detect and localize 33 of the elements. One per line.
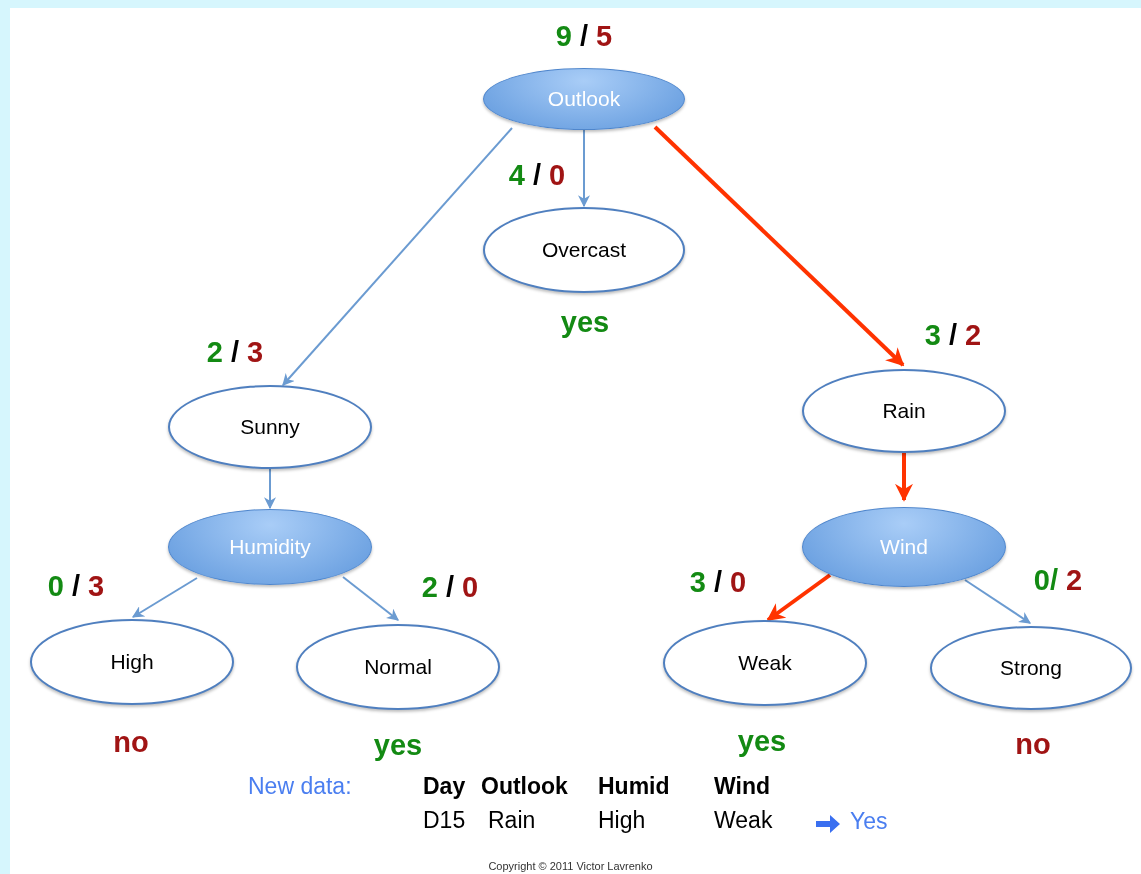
column-header: Day [423,775,466,798]
arrow [578,129,590,208]
prediction-text: Yes [850,810,888,833]
class-counts: 3 / 0 [689,567,747,597]
class-counts: 0/ 2 [1033,565,1083,595]
column-header: Humid [598,775,670,798]
table-value: Rain [488,809,536,832]
column-header: Wind [714,775,770,798]
arrow [342,576,399,621]
table-value: Weak [714,809,773,832]
class-counts: 2 / 3 [206,337,264,367]
arrow [132,577,198,618]
leaf-outcome: no [113,727,149,757]
leaf-outcome: yes [560,307,610,337]
arrow [653,125,905,367]
column-header: Outlook [481,775,568,798]
leaf-outcome: no [1015,729,1051,759]
arrow [895,453,913,502]
class-counts: 3 / 2 [924,320,982,350]
table-value: High [598,809,646,832]
copyright-note: Copyright © 2011 Victor Lavrenko [487,859,654,874]
class-counts: 4 / 0 [508,160,566,190]
class-counts: 2 / 0 [421,572,479,602]
arrow [766,573,832,622]
arrow [282,127,513,386]
class-counts: 9 / 5 [555,21,613,51]
class-counts: 0 / 3 [47,571,105,601]
arrow [964,579,1031,624]
table-caption: New data: [248,775,352,798]
leaf-outcome: yes [737,726,787,756]
leaf-outcome: yes [373,730,423,760]
arrow [264,468,276,510]
table-value: D15 [423,809,466,832]
